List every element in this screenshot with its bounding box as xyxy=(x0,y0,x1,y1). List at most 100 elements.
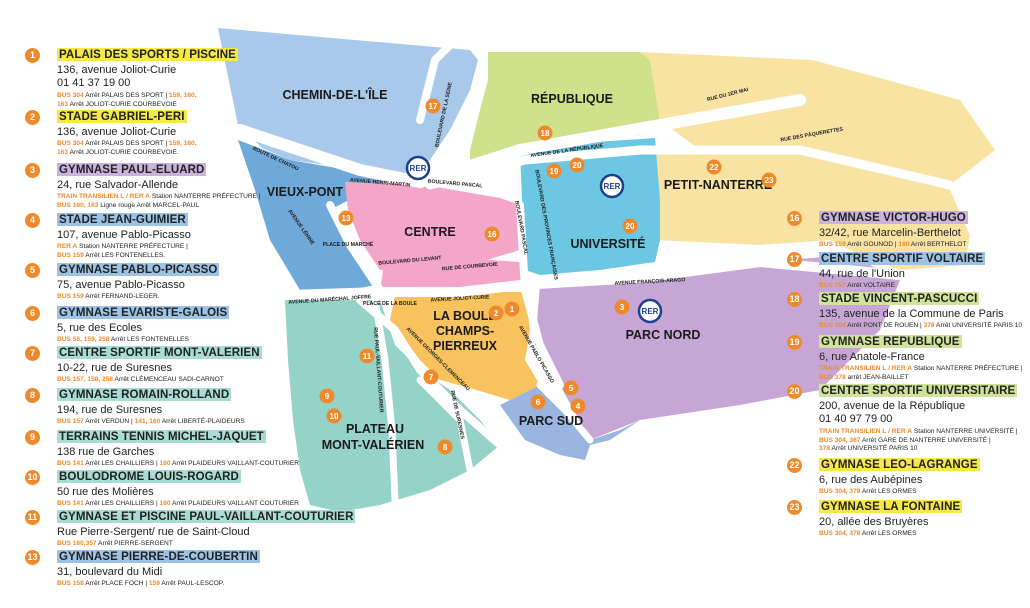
street-label: AVENUE JOLIOT-CURIE xyxy=(430,294,490,303)
facility-transport-info: BUS 304, 378 Arrêt LES ORMES xyxy=(819,530,917,537)
facility-address: 107, avenue Pablo-Picasso xyxy=(57,229,191,241)
map-marker-10[interactable] xyxy=(326,408,342,424)
facility-phone: 01 40 97 79 00 xyxy=(819,413,893,425)
map-marker-18[interactable] xyxy=(537,125,553,141)
facility-number-badge: 19 xyxy=(787,335,802,350)
rer-station-icon xyxy=(405,155,431,181)
district-label-petitnanterre: PETIT-NANTERRE xyxy=(664,178,772,192)
map-marker-2[interactable] xyxy=(488,305,504,321)
map-marker-8[interactable] xyxy=(437,439,453,455)
facility-transport-info: BUS 141 Arrêt LES CHAILLIERS | 160 Arrêt… xyxy=(57,460,300,467)
facility-transport-info: BUS 160,357 Arrêt PIERRE-SERGENT xyxy=(57,540,173,547)
rer-label: RER xyxy=(642,307,659,316)
district-label-republique: RÉPUBLIQUE xyxy=(531,91,613,106)
facility-title: GYMNASE ET PISCINE PAUL-VAILLANT-COUTURI… xyxy=(57,510,356,523)
facility-title: STADE JEAN-GUIMIER xyxy=(57,213,188,226)
map-marker-6[interactable] xyxy=(530,394,546,410)
facility-transport-info: BUS 304, 367 Arrêt GARE DE NANTERRE UNIV… xyxy=(819,436,991,444)
map-marker-7[interactable] xyxy=(423,369,439,385)
map-marker-19[interactable] xyxy=(546,163,562,179)
facility-transport-info: BUS 159 Arrêt LES FONTENELLES. xyxy=(57,251,166,259)
map-marker-20[interactable] xyxy=(622,218,638,234)
map-marker-number: 17 xyxy=(429,102,438,111)
facility-transport-info: RER A Station NANTERRE PRÉFECTURE | xyxy=(57,243,188,250)
facility-title: TERRAINS TENNIS MICHEL-JAQUET xyxy=(57,430,266,443)
map-marker-number: 7 xyxy=(429,373,434,382)
facility-transport-info: BUS 160, 163 Ligne rouge Arrêt MARCEL-PA… xyxy=(57,201,200,209)
facility-address: 10-22, rue de Suresnes xyxy=(57,362,172,374)
facility-transport-info: TRAIN TRANSILIEN L / RER A Station NANTE… xyxy=(819,428,1018,435)
facility-number-badge: 13 xyxy=(25,550,40,565)
street-label: BOULEVARD DU LEVANT xyxy=(378,255,442,267)
facility-transport-info: BUS 378 arrêt JEAN-BAILLET xyxy=(819,373,909,381)
map-marker-number: 13 xyxy=(342,214,351,223)
map-marker-number: 19 xyxy=(550,167,559,176)
map-marker-number: 3 xyxy=(620,303,625,312)
facility-transport-info: BUS 157 Arrêt VOLTAIRE xyxy=(819,282,895,289)
facility-address: 5, rue des Ecoles xyxy=(57,322,142,334)
map-marker-number: 1 xyxy=(510,305,515,314)
street-label: AVENUE HENRI-MARTIN xyxy=(350,177,411,188)
facility-title: GYMNASE ROMAIN-ROLLAND xyxy=(57,388,232,401)
facility-number-badge: 22 xyxy=(787,458,802,473)
district-la-boule xyxy=(390,292,540,400)
facility-title: GYMNASE LA FONTAINE xyxy=(819,500,963,513)
map-marker-22[interactable] xyxy=(706,159,722,175)
district-petit-nanterre xyxy=(650,150,970,270)
district-label-parcsud: PARC SUD xyxy=(519,414,583,428)
rer-label: RER xyxy=(604,182,621,191)
map-marker-1[interactable] xyxy=(504,301,520,317)
map-marker-20[interactable] xyxy=(569,157,585,173)
map-marker-9[interactable] xyxy=(319,388,335,404)
facility-transport-info: BUS 58, 159, 258 Arrêt LES FONTENELLES xyxy=(57,336,189,343)
facility-address: 31, boulevard du Midi xyxy=(57,566,163,578)
facility-phone: 01 41 37 19 00 xyxy=(57,77,131,89)
street-label: RUE DE COURBEVOIE xyxy=(442,262,499,273)
facility-transport-info: BUS 304 Arrêt PALAIS DES SPORT | 159, 16… xyxy=(57,92,197,99)
facility-number-badge: 8 xyxy=(25,388,40,403)
facility-address: 20, allée des Bruyères xyxy=(819,516,929,528)
facility-transport-info: 163 Arrêt JOLIOT-CURIE COURBEVOIE. xyxy=(57,148,179,156)
facility-address: 136, avenue Joliot-Curie xyxy=(57,64,177,76)
facility-transport-info: TRAIN TRANSILIEN L / RER A Station NANTE… xyxy=(819,365,1023,372)
map-marker-4[interactable] xyxy=(570,398,586,414)
map-marker-13[interactable] xyxy=(338,210,354,226)
facility-transport-info: BUS 141 Arrêt LES CHAILLIERS | 160 Arrêt… xyxy=(57,500,299,507)
map-marker-number: 11 xyxy=(363,352,372,361)
rer-label: RER xyxy=(410,164,427,173)
map-marker-11[interactable] xyxy=(359,348,375,364)
facility-number-badge: 1 xyxy=(25,48,40,63)
facility-number-badge: 10 xyxy=(25,470,40,485)
facility-title: BOULODROME LOUIS-ROGARD xyxy=(57,470,241,483)
facility-address: 32/42, rue Marcelin-Berthelot xyxy=(819,227,961,239)
district-label-la-boule: PIERREUX xyxy=(433,339,498,353)
map-marker-number: 23 xyxy=(765,176,774,185)
district-label-la-boule: CHAMPS- xyxy=(436,324,494,338)
map-marker-5[interactable] xyxy=(563,380,579,396)
facility-title: GYMNASE PAUL-ELUARD xyxy=(57,163,207,176)
facility-title: GYMNASE EVARISTE-GALOIS xyxy=(57,306,230,319)
facility-transport-info: TRAIN TRANSILIEN L / RER A Station NANTE… xyxy=(57,193,261,200)
map-marker-3[interactable] xyxy=(614,299,630,315)
facility-transport-info: 163 Arrêt JOLIOT-CURIE COURBEVOIE xyxy=(57,100,177,108)
district-centre xyxy=(345,182,520,270)
facility-number-badge: 2 xyxy=(25,110,40,125)
map-marker-23[interactable] xyxy=(761,172,777,188)
facility-number-badge: 4 xyxy=(25,213,40,228)
facility-address: 50 rue des Molières xyxy=(57,486,154,498)
facility-title: CENTRE SPORTIF UNIVERSITAIRE xyxy=(819,384,1018,397)
facility-title: STADE VINCENT-PASCUCCI xyxy=(819,292,980,305)
map-marker-16[interactable] xyxy=(484,226,500,242)
facility-address: Rue Pierre-Sergent/ rue de Saint-Cloud xyxy=(57,526,250,538)
facility-number-badge: 17 xyxy=(787,252,802,267)
district-label-parcnord: PARC NORD xyxy=(626,328,701,342)
rer-station-icon xyxy=(599,173,625,199)
facility-address: 135, avenue de la Commune de Paris xyxy=(819,308,1004,320)
facility-number-badge: 3 xyxy=(25,163,40,178)
district-label-la-boule: LA BOULE xyxy=(433,309,496,323)
district-label-centre: CENTRE xyxy=(404,225,455,239)
map-marker-17[interactable] xyxy=(425,98,441,114)
map-marker-number: 5 xyxy=(569,384,574,393)
facility-address: 138 rue de Garches xyxy=(57,446,155,458)
map-marker-number: 20 xyxy=(573,161,582,170)
